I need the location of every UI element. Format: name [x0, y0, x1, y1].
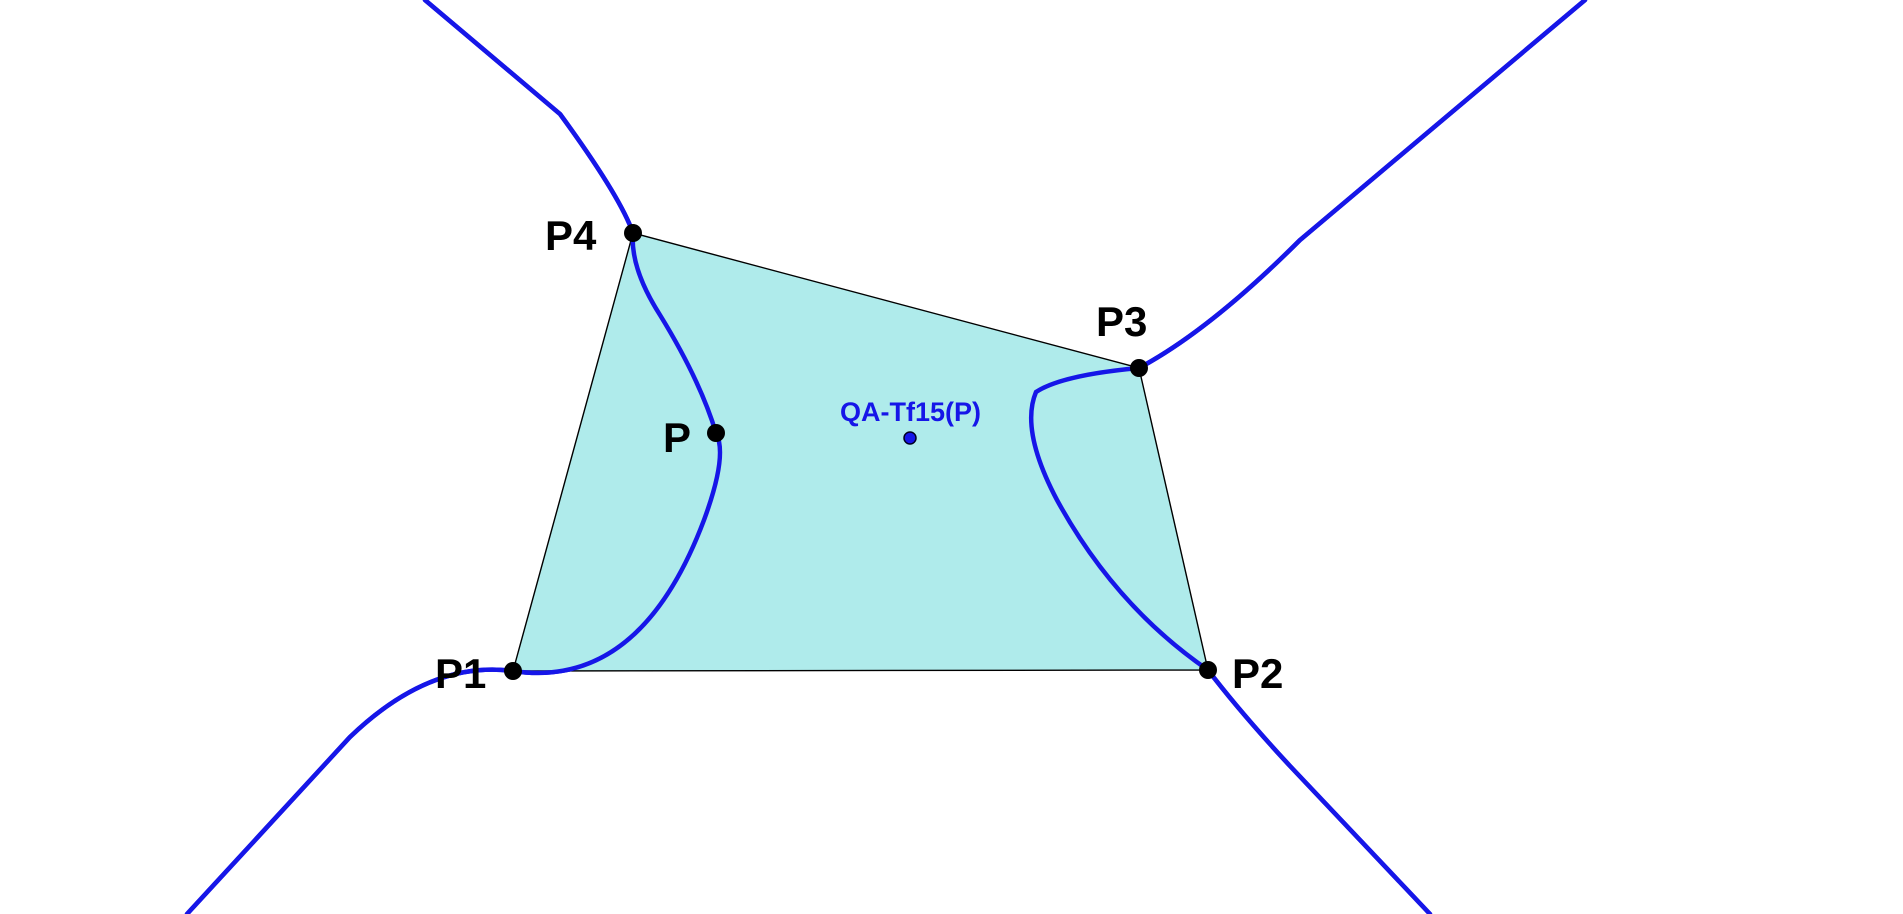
- point-dot-p3[interactable]: [1130, 359, 1148, 377]
- point-dot-p[interactable]: [707, 424, 725, 442]
- point-label-p4: P4: [545, 212, 597, 259]
- point-dot-p4[interactable]: [624, 224, 642, 242]
- point-label-p2: P2: [1232, 650, 1283, 697]
- point-label-p3: P3: [1096, 298, 1147, 345]
- point-label-p1: P1: [435, 650, 486, 697]
- point-label-qa-tf15-p: QA-Tf15(P): [840, 397, 981, 427]
- point-dot-p2[interactable]: [1199, 661, 1217, 679]
- point-dot-p1[interactable]: [504, 662, 522, 680]
- point-dot-qa-tf15-p[interactable]: [903, 431, 917, 445]
- point-label-p: P: [663, 414, 691, 461]
